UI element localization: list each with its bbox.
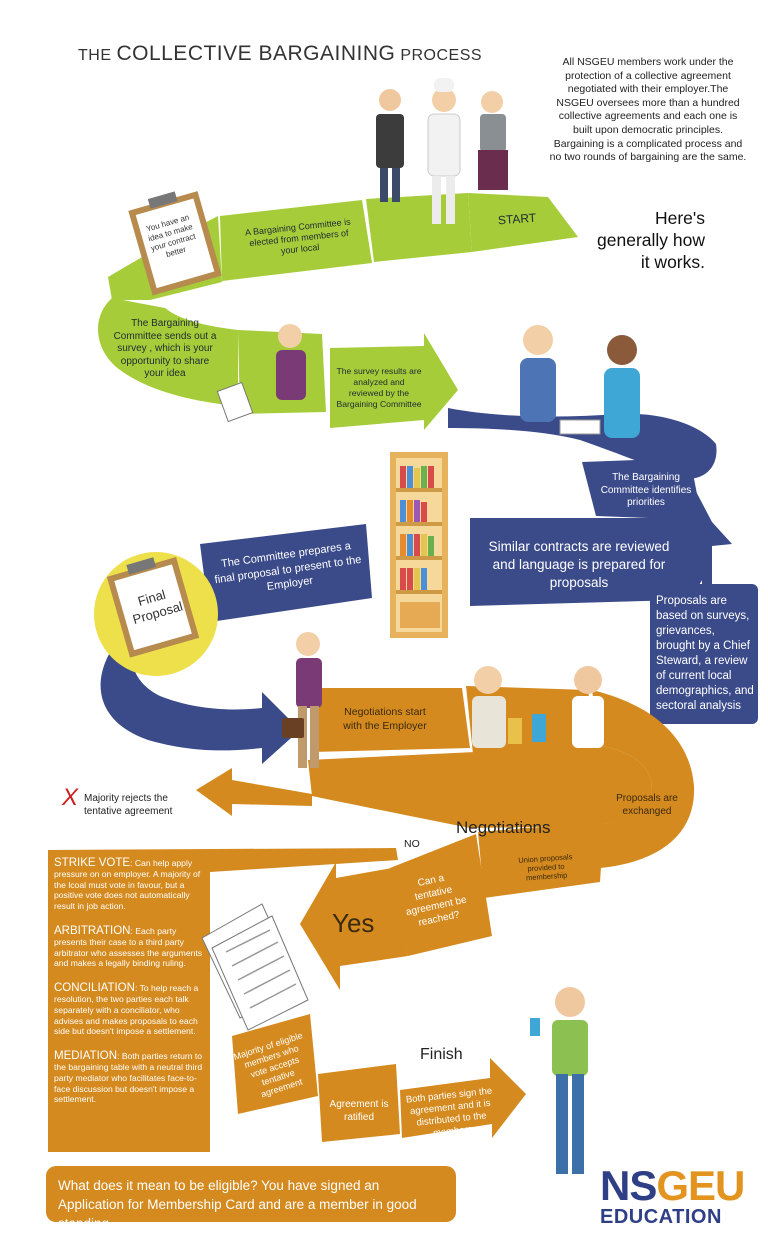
green-curve-survey: [98, 298, 238, 406]
navy-tile-priorities: [582, 458, 702, 520]
orange-tile-union: [478, 822, 604, 898]
bookshelf-illustration: [390, 452, 448, 638]
green-tile-blank: [366, 193, 472, 262]
final-proposal-clipboard: [106, 556, 200, 658]
page-title-main: COLLECTIVE BARGAINING: [116, 42, 396, 65]
step-ratified: Agreement is ratified: [329, 1099, 389, 1123]
documents-illustration: [201, 903, 309, 1031]
navy-tile-final: [200, 524, 372, 622]
green-tile-start: [468, 193, 578, 252]
orange-arrow-sign: [400, 1058, 526, 1138]
orange-tile-question: [390, 834, 492, 956]
page-title-suffix: PROCESS: [400, 47, 483, 64]
orange-arrow-yes: [300, 862, 408, 990]
logo-education: EDUCATION: [600, 1206, 722, 1228]
navy-tile-similar: [470, 518, 709, 606]
page-title: THE COLLECTIVE BARGAINING PROCESS: [78, 42, 483, 65]
step-survey: The Bargaining Committee sends out a sur…: [113, 318, 217, 379]
negotiation-people-illustration: [472, 666, 604, 748]
nsgeu-logo: NSGEU EDUCATION: [600, 1162, 760, 1229]
workers-illustration: [376, 78, 508, 224]
options-panel: STRIKE VOTE: Can help apply pressure on …: [54, 857, 204, 1119]
step-sign: Both parties sign the agreement and it i…: [405, 1085, 493, 1139]
green-tile-survey-results: [330, 333, 458, 430]
step-survey-results: The survey results are analyzed and revi…: [336, 366, 422, 409]
option-mediation: MEDIATION: Both parties return to the ba…: [54, 1050, 203, 1105]
orange-panel-options: [48, 848, 398, 1152]
navy-arrow-right: [686, 480, 732, 590]
step-priorities: The Bargaining Committee identifies prio…: [600, 472, 692, 508]
step-yes: Yes: [332, 908, 375, 938]
green-tile-committee: [220, 200, 372, 281]
logo-wordmark: NSGEU: [600, 1162, 745, 1209]
step-negotiations: Negotiations: [456, 818, 551, 837]
step-negotiations-start: Negotiations start with the Employer: [343, 706, 427, 732]
reject-x-icon: X: [62, 784, 79, 811]
eligibility-note: What does it mean to be eligible? You ha…: [46, 1166, 456, 1231]
orange-arrow-reject: [196, 768, 312, 816]
option-arbitration: ARBITRATION: Each party presents their c…: [54, 924, 203, 969]
idea-clipboard: [128, 191, 222, 296]
step-similar-contracts: Similar contracts are reviewed and langu…: [488, 539, 670, 590]
intro-paragraph: All NSGEU members work under the protect…: [549, 56, 747, 164]
navy-arrow-down: [100, 640, 301, 764]
intro-emphasis: Here's generally how it works.: [597, 208, 705, 272]
survey-woman-illustration: [216, 324, 306, 423]
option-strike-vote: STRIKE VOTE: Can help apply pressure on …: [54, 857, 201, 912]
orange-band-negotiations: [308, 746, 652, 828]
orange-tile-majority: [232, 1014, 318, 1114]
navy-panel-proposals: [650, 584, 758, 724]
orange-tile-ratified: [318, 1064, 400, 1142]
meeting-illustration: [520, 325, 640, 438]
orange-curve-exchanged: [512, 690, 695, 870]
briefcase-woman-illustration: [282, 632, 322, 768]
option-conciliation: CONCILIATION: To help reach a resolution…: [54, 982, 199, 1037]
man-with-phone-illustration: [530, 987, 588, 1174]
orange-band: [312, 688, 470, 752]
step-finish: Finish: [420, 1046, 463, 1063]
step-union-proposals: Union proposals provided to membership: [518, 852, 573, 883]
step-no: NO: [404, 838, 420, 850]
step-proposals-exchanged: Proposals are exchanged: [616, 793, 678, 817]
step-rejects: Majority rejects the tentative agreement: [84, 793, 173, 817]
step-proposals-basis: Proposals are based on surveys, grievanc…: [656, 595, 754, 712]
